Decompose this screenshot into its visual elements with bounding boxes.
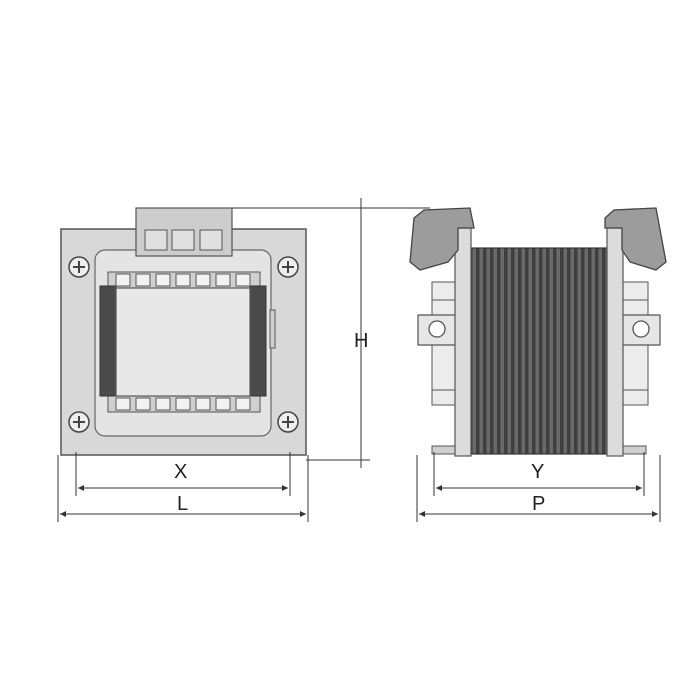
front-right-winding [249,285,267,397]
side-clamp-right [604,207,667,271]
side-flange-left [454,227,472,457]
terminal-block [135,207,233,257]
terminal-slot [199,229,223,251]
dimension-label-y: Y [531,461,544,483]
front-side-tab [269,309,276,349]
front-view [60,207,307,456]
side-bracket-right [617,281,661,406]
terminal-slot [144,229,168,251]
front-window [115,287,251,397]
phillips-screw-icon [277,256,299,278]
side-clamp-left [409,207,475,271]
phillips-screw-icon [277,411,299,433]
dimension-label-l: L [177,493,188,515]
front-bottom-teeth [115,397,251,411]
phillips-screw-icon [68,411,90,433]
dimension-label-p: P [532,493,545,515]
front-top-teeth [115,273,251,287]
side-coil [470,247,608,455]
dimension-label-h: H [354,330,368,352]
front-left-winding [99,285,117,397]
phillips-screw-icon [68,256,90,278]
dimension-label-x: X [174,461,187,483]
dimension-lines [57,198,661,522]
terminal-slot [171,229,195,251]
side-view [409,207,667,457]
side-flange-right [606,227,624,457]
